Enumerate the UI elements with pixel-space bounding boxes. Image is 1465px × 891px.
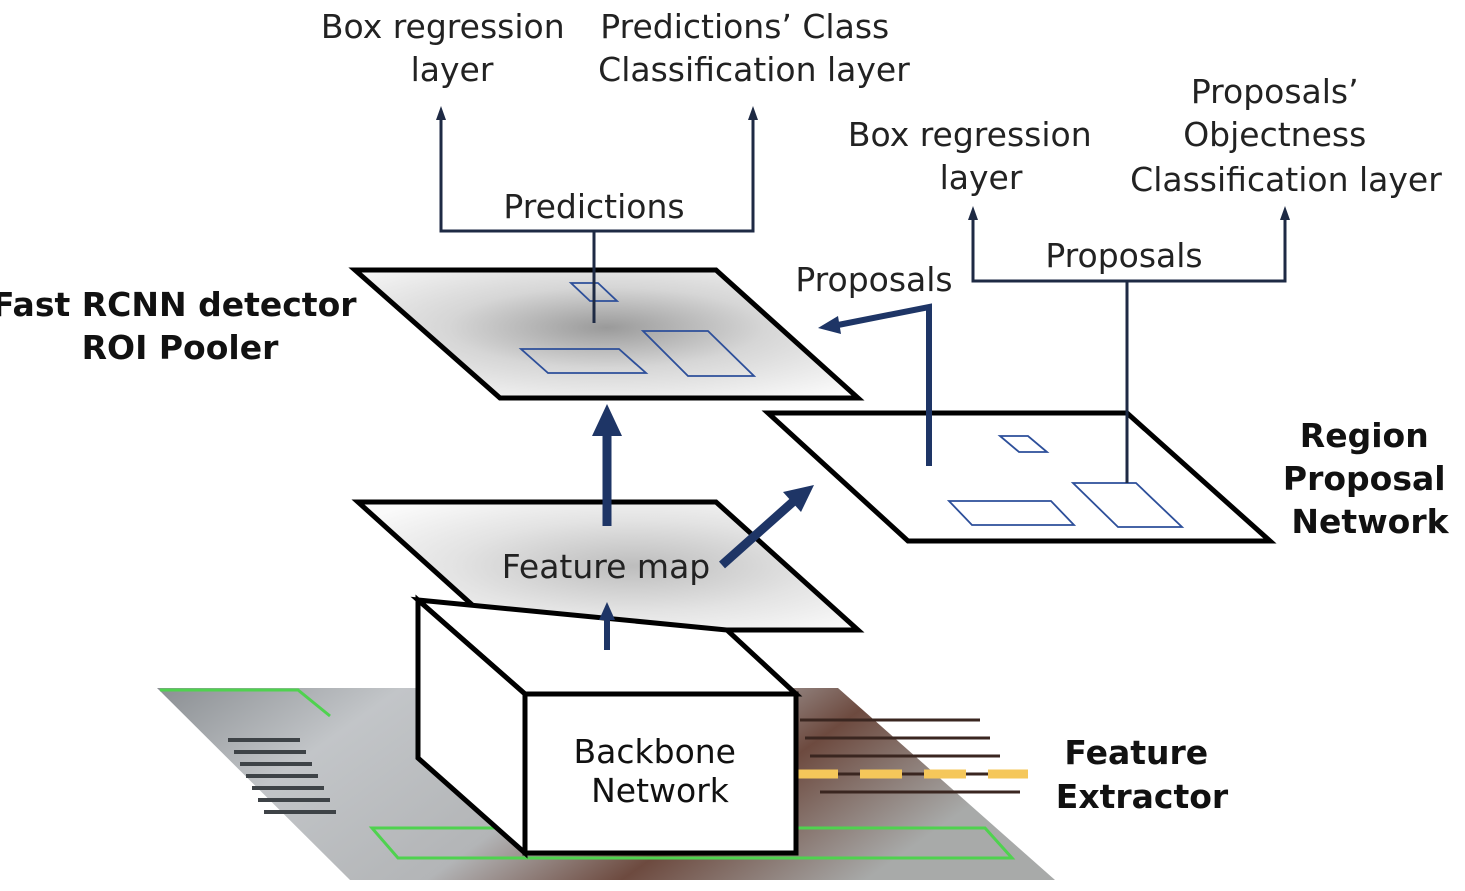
backbone-line1: Backbone: [574, 732, 736, 771]
arrow-rpn-to-roi: [837, 303, 932, 466]
proposals-arrow-label: Proposals: [795, 260, 952, 299]
box-regression-top-label: Box regression layer: [321, 7, 575, 89]
feature-map-label: Feature map: [502, 547, 711, 586]
arrow-featuremap-to-rpn: [719, 496, 798, 569]
objectness-line3: Classification layer: [1130, 160, 1442, 199]
roof-stripes: [800, 718, 1020, 794]
feature-extractor-line2: Extractor: [1056, 777, 1229, 816]
roi-box-left: [518, 348, 649, 374]
rpn-box-left: [946, 500, 1077, 526]
window-stripes: [228, 738, 336, 814]
objectness-line1: Proposals’: [1191, 72, 1359, 111]
roi-box-small: [568, 282, 620, 302]
rpn-line1: Region: [1300, 416, 1429, 455]
arrow-featuremap-to-rpn-head: [783, 485, 814, 512]
feature-map-layer: [351, 499, 865, 633]
rpn-box-right: [1070, 482, 1185, 528]
predictions-label: Predictions: [503, 187, 684, 226]
objectness-line2: Objectness: [1183, 115, 1366, 154]
box-regression-rpn-line1: Box regression: [848, 115, 1092, 154]
box-regression-top-line2: layer: [411, 50, 494, 89]
proposals-rpn-label: Proposals: [1045, 236, 1202, 275]
rpn-box-small: [997, 435, 1050, 453]
roi-pooler-layer: [348, 267, 865, 401]
feature-extractor-line1: Feature: [1064, 733, 1208, 772]
fast-rcnn-label: Fast RCNN detector ROI Pooler: [0, 285, 368, 367]
objectness-label: Proposals’ Objectness Classification lay…: [1130, 72, 1442, 199]
arrow-featuremap-to-roi-head: [592, 404, 622, 436]
backbone-line2: Network: [591, 771, 730, 810]
backbone-box: [410, 594, 803, 859]
feature-extractor-label: Feature Extractor: [1056, 733, 1229, 816]
box-regression-rpn-label: Box regression layer: [848, 115, 1102, 197]
rpn-layer: [761, 410, 1277, 544]
class-classification-line1: Predictions’ Class: [600, 7, 889, 46]
class-classification-top-label: Predictions’ Class Classification layer: [598, 7, 910, 89]
arrow-rpn-to-roi-head: [818, 316, 841, 334]
class-classification-line2: Classification layer: [598, 50, 910, 89]
box-regression-top-line1: Box regression: [321, 7, 565, 46]
rpn-line3: Network: [1291, 502, 1449, 541]
fast-rcnn-line1: Fast RCNN detector: [0, 285, 357, 324]
arrow-backbone-head: [599, 602, 615, 620]
box-regression-rpn-line2: layer: [940, 158, 1023, 197]
roi-box-right: [640, 330, 757, 377]
rpn-label: Region Proposal Network: [1283, 416, 1457, 541]
fast-rcnn-line2: ROI Pooler: [82, 328, 279, 367]
rpn-line2: Proposal: [1283, 459, 1446, 498]
backbone-label: Backbone Network: [574, 732, 747, 810]
predictions-connector: [436, 106, 758, 323]
rpn-proposals-connector: [968, 206, 1290, 483]
detection-box-top: [160, 688, 331, 718]
